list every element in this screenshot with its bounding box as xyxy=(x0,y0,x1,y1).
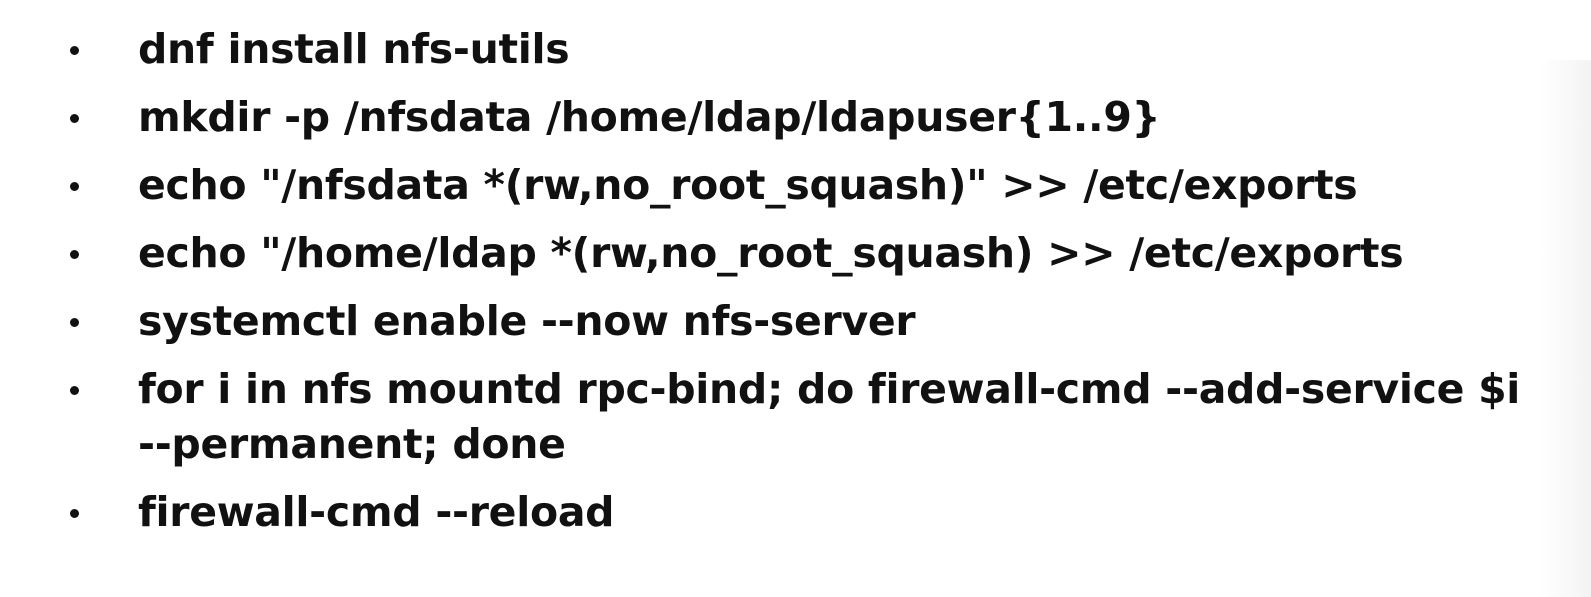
command-bullet-list: dnf install nfs-utils mkdir -p /nfsdata … xyxy=(0,22,1591,553)
bullet-item-systemctl: systemctl enable --now nfs-server xyxy=(0,294,1591,349)
bullet-dot-icon xyxy=(70,509,79,518)
bullet-dot-icon xyxy=(70,182,79,191)
bullet-text-line-2: --permanent; done xyxy=(138,420,566,468)
bullet-dot-icon xyxy=(70,46,79,55)
right-edge-shadow xyxy=(1541,60,1591,597)
bullet-text: dnf install nfs-utils xyxy=(138,25,570,73)
bullet-text: echo "/nfsdata *(rw,no_root_squash)" >> … xyxy=(138,161,1358,209)
bullet-text: systemctl enable --now nfs-server xyxy=(138,297,916,345)
bullet-item-firewall-reload: firewall-cmd --reload xyxy=(0,485,1591,540)
bullet-item-echo-nfsdata: echo "/nfsdata *(rw,no_root_squash)" >> … xyxy=(0,158,1591,213)
bullet-text-line-1: for i in nfs mountd rpc-bind; do firewal… xyxy=(138,365,1521,413)
bullet-dot-icon xyxy=(70,114,79,123)
bullet-text: echo "/home/ldap *(rw,no_root_squash) >>… xyxy=(138,229,1404,277)
bullet-dot-icon xyxy=(70,386,79,395)
bullet-text: mkdir -p /nfsdata /home/ldap/ldapuser{1.… xyxy=(138,93,1161,141)
bullet-dot-icon xyxy=(70,318,79,327)
bullet-item-echo-home-ldap: echo "/home/ldap *(rw,no_root_squash) >>… xyxy=(0,226,1591,281)
bullet-item-firewall-loop: for i in nfs mountd rpc-bind; do firewal… xyxy=(0,362,1591,472)
bullet-item-mkdir: mkdir -p /nfsdata /home/ldap/ldapuser{1.… xyxy=(0,90,1591,145)
bullet-text: firewall-cmd --reload xyxy=(138,488,615,536)
bullet-item-dnf-install: dnf install nfs-utils xyxy=(0,22,1591,77)
bullet-dot-icon xyxy=(70,250,79,259)
